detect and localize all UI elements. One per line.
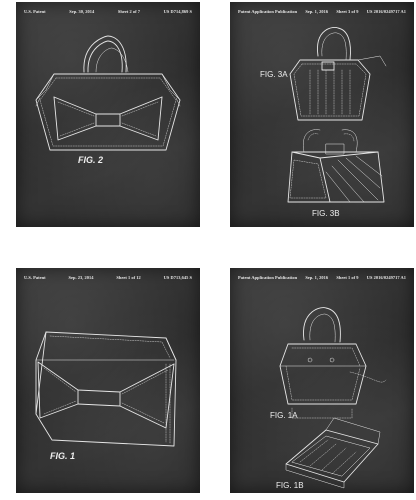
patent-header: U.S. Patent Sep. 30, 2014 Sheet 2 of 7 U… [24, 6, 192, 16]
patent-type: U.S. Patent [24, 274, 46, 280]
patent-type: Patent Application Publication [238, 274, 298, 280]
patent-poster-handbag-fig3: Patent Application Publication Sep. 1, 2… [230, 2, 414, 227]
patent-type: U.S. Patent [24, 8, 46, 14]
patent-date: Sep. 1, 2016 [305, 274, 329, 280]
patent-poster-clutch-fig1: U.S. Patent Sep. 23, 2014 Sheet 1 of 12 … [16, 268, 200, 493]
patent-sheet: Sheet 3 of 9 [336, 8, 359, 14]
patent-date: Sep. 30, 2014 [69, 8, 95, 14]
figure-label-1b: FIG. 1B [276, 481, 304, 490]
handbag-front-drawing-icon [35, 35, 181, 151]
patent-number: US D714,869 S [163, 8, 192, 14]
patent-number: US D713,645 S [163, 274, 192, 280]
figure-label-3a: FIG. 3A [260, 70, 288, 79]
patent-date: Sep. 1, 2016 [305, 8, 329, 14]
figure-label-1a: FIG. 1A [270, 411, 298, 420]
patent-header: Patent Application Publication Sep. 1, 2… [238, 6, 406, 16]
patent-type: Patent Application Publication [238, 8, 298, 14]
handbag-exploded-drawing-icon [279, 307, 387, 489]
patent-sheet: Sheet 1 of 9 [336, 274, 359, 280]
patent-poster-handbag-fig2: U.S. Patent Sep. 30, 2014 Sheet 2 of 7 U… [16, 2, 200, 227]
figure-label: FIG. 1 [50, 451, 76, 461]
patent-number: US 2016/0249717 A1 [366, 274, 406, 280]
handbag-open-drawing-icon [287, 27, 387, 203]
clutch-drawing-icon [35, 331, 177, 447]
patent-sheet: Sheet 1 of 12 [116, 274, 141, 280]
patent-header: U.S. Patent Sep. 23, 2014 Sheet 1 of 12 … [24, 272, 192, 282]
patent-header: Patent Application Publication Sep. 1, 2… [238, 272, 406, 282]
figure-label: FIG. 2 [78, 155, 104, 165]
patent-date: Sep. 23, 2014 [68, 274, 94, 280]
figure-label-3b: FIG. 3B [312, 209, 340, 218]
patent-number: US 2016/0249717 A1 [366, 8, 406, 14]
patent-poster-handbag-fig1: Patent Application Publication Sep. 1, 2… [230, 268, 414, 493]
patent-sheet: Sheet 2 of 7 [117, 8, 141, 14]
